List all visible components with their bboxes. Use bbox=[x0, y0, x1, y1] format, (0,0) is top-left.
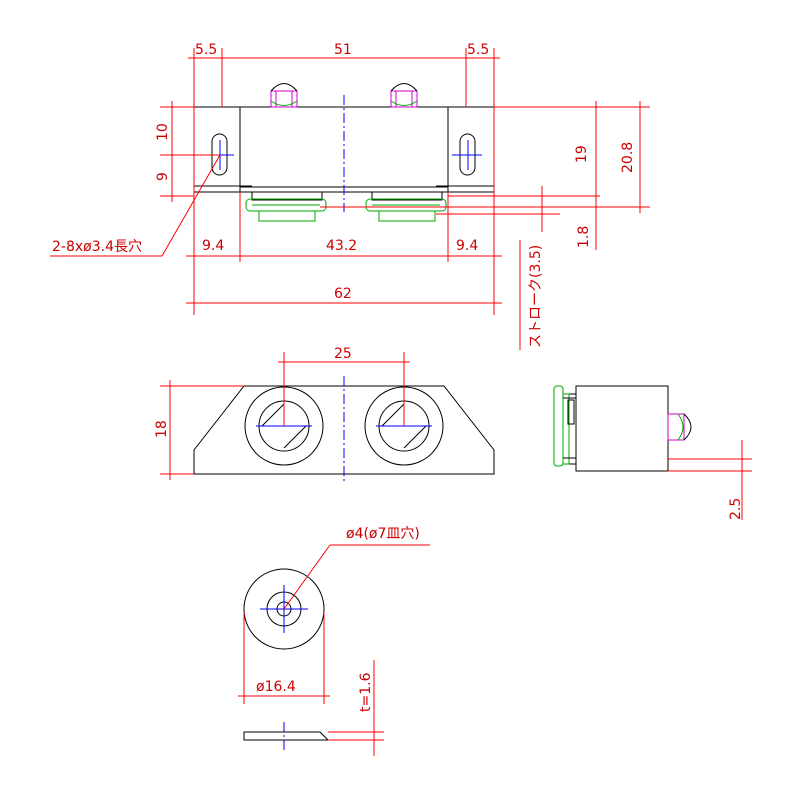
plate-view: ø4(ø7皿穴) ø16.4 t=1.6 bbox=[238, 526, 430, 756]
stroke-note: ストローク(3.5) bbox=[528, 245, 544, 348]
top-view: 25 18 bbox=[154, 346, 495, 484]
side-magnet bbox=[553, 385, 564, 467]
dim-bottom-43-2: 43.2 bbox=[326, 238, 357, 254]
front-view: 5.5 51 5.5 10 9 19 20.8 1.8 2-8xø3.4長穴 9… bbox=[50, 42, 650, 350]
dim-right-1-8: 1.8 bbox=[576, 226, 592, 248]
left-magnet bbox=[245, 191, 327, 222]
right-magnet bbox=[365, 191, 447, 222]
side-view: 2.5 bbox=[553, 385, 752, 520]
dim-top-51: 51 bbox=[334, 42, 352, 58]
side-pin bbox=[667, 413, 692, 441]
dim-top-left-5-5: 5.5 bbox=[195, 42, 217, 58]
dim-plate-diameter: ø16.4 bbox=[256, 679, 296, 695]
right-pin bbox=[390, 83, 418, 108]
dim-height-18: 18 bbox=[154, 420, 170, 438]
plate-hole-note: ø4(ø7皿穴) bbox=[346, 526, 420, 542]
plate-side bbox=[243, 731, 330, 741]
dim-plate-thickness: t=1.6 bbox=[358, 672, 374, 712]
dim-left-9: 9 bbox=[155, 172, 171, 181]
dim-right-20-8: 20.8 bbox=[620, 142, 636, 173]
left-pin bbox=[270, 83, 298, 108]
side-body bbox=[575, 385, 669, 472]
plate-outer bbox=[243, 568, 325, 650]
dim-bottom-left-9-4: 9.4 bbox=[202, 238, 224, 254]
dim-overall-62: 62 bbox=[334, 286, 352, 302]
dim-hole-pitch-25: 25 bbox=[334, 346, 352, 362]
top-body-outline bbox=[193, 385, 495, 475]
dim-left-10: 10 bbox=[155, 123, 171, 141]
dim-right-19: 19 bbox=[574, 145, 590, 163]
dim-side-2-5: 2.5 bbox=[728, 498, 744, 520]
hole-note: 2-8xø3.4長穴 bbox=[52, 239, 142, 255]
dim-bottom-right-9-4: 9.4 bbox=[456, 238, 478, 254]
dim-top-right-5-5: 5.5 bbox=[467, 42, 489, 58]
